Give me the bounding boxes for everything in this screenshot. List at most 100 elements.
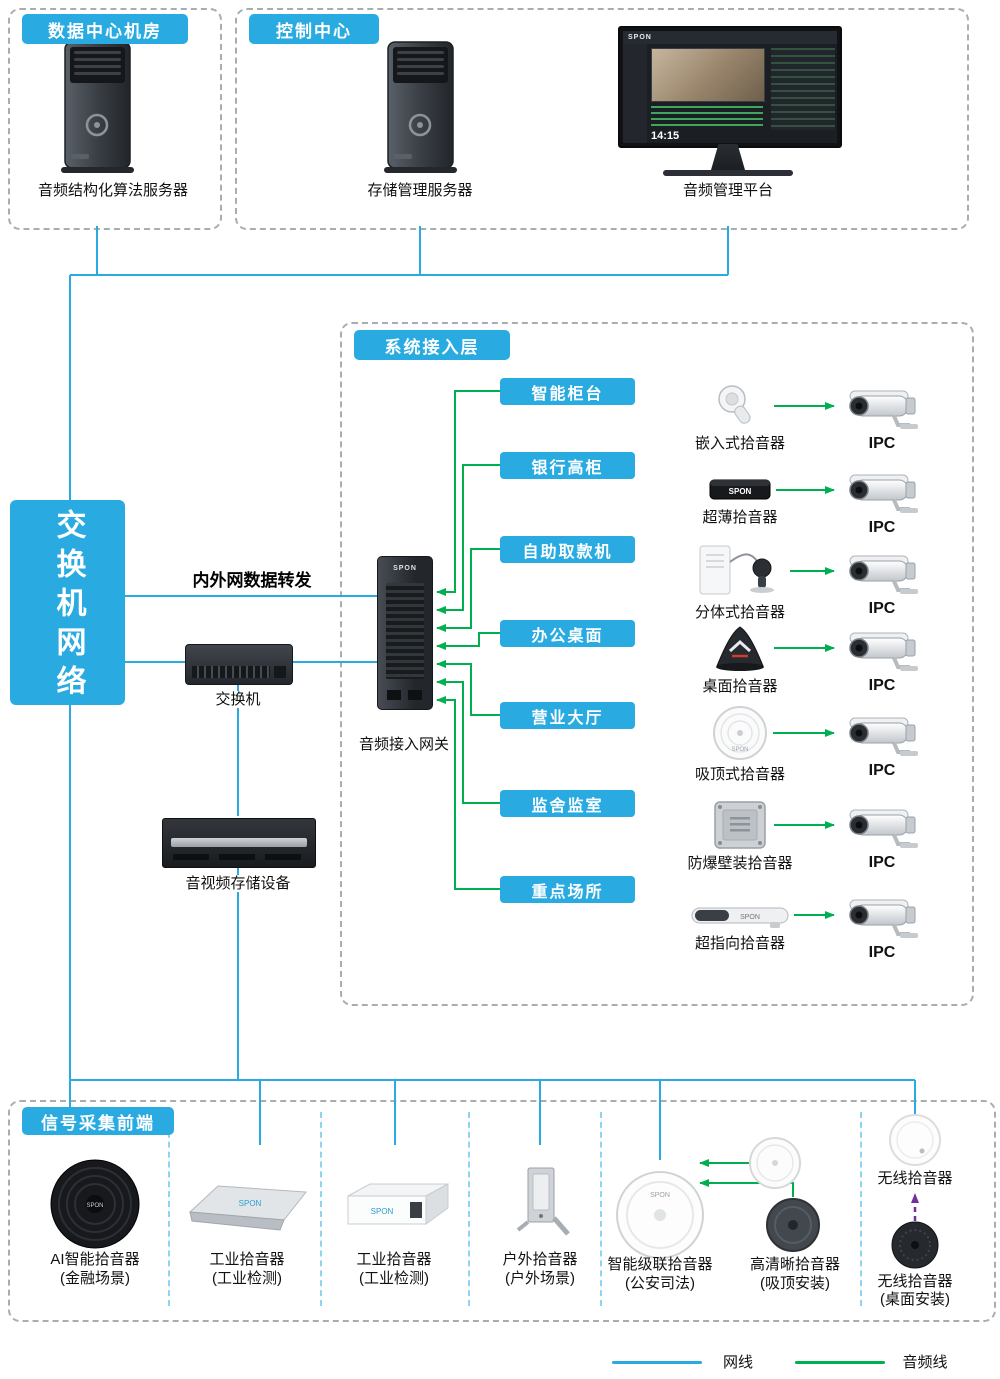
industrial-pickup-image: SPON xyxy=(188,1185,307,1231)
monitor-frame: SPON 14:15 xyxy=(618,26,842,148)
ipc-camera-image xyxy=(842,626,922,674)
data-center-box xyxy=(8,8,222,230)
frontend-item-sub: (公安司法) xyxy=(625,1275,695,1292)
device-label: 吸顶式拾音器 xyxy=(694,766,785,783)
platform-label: 音频管理平台 xyxy=(682,182,773,199)
frontend-box xyxy=(8,1100,996,1322)
management-platform-monitor: SPON 14:15 xyxy=(618,26,842,178)
control-center-box xyxy=(235,8,969,230)
brand-text: SPON xyxy=(86,1203,103,1209)
gateway-label: 音频接入网关 xyxy=(358,736,449,753)
brand-text: SPON xyxy=(740,914,760,921)
audio-gateway-image: SPON xyxy=(377,556,433,710)
legend-network-line xyxy=(612,1361,702,1364)
ipc-camera-image xyxy=(842,803,922,851)
split-pickup-image xyxy=(699,545,774,595)
monitor-data-rows xyxy=(651,106,763,130)
brand-text: SPON xyxy=(731,747,748,753)
access-layer-title: 系统接入层 xyxy=(354,330,510,360)
screen-time: 14:15 xyxy=(651,130,680,142)
storage-server-image xyxy=(378,40,463,175)
frontend-item-label: 无线拾音器 xyxy=(877,1170,953,1187)
device-label: 防爆壁装拾音器 xyxy=(687,855,793,872)
brand-text: SPON xyxy=(623,31,837,44)
scene-tab-smart-counter: 智能柜台 xyxy=(500,378,635,405)
ipc-camera-image xyxy=(842,468,922,516)
frontend-title: 信号采集前端 xyxy=(22,1107,174,1135)
device-label: 桌面拾音器 xyxy=(702,678,778,695)
cascade-pickup-image: SPON xyxy=(616,1171,704,1259)
frontend-item-label: AI智能拾音器 xyxy=(50,1251,140,1268)
hd-pickup-ceiling-image xyxy=(766,1198,820,1252)
ipc-label: IPC xyxy=(868,762,896,779)
brand-text: SPON xyxy=(393,565,417,572)
ipc-camera-image xyxy=(842,549,922,597)
embedded-pickup-image xyxy=(718,385,751,424)
brand-text: SPON xyxy=(239,1199,262,1208)
storage-label: 音视频存储设备 xyxy=(153,874,323,893)
monitor-screen: SPON 14:15 xyxy=(623,31,837,143)
storage-label-text: 音视频存储设备 xyxy=(182,875,294,892)
scene-tab-office-desk: 办公桌面 xyxy=(500,620,635,647)
switch-label: 交换机 xyxy=(188,690,288,709)
frontend-item-sub: (工业检测) xyxy=(212,1270,282,1287)
scene-tab-business-hall: 营业大厅 xyxy=(500,702,635,729)
frontend-item-label: 智能级联拾音器 xyxy=(607,1256,713,1273)
switch-label-text: 交换机 xyxy=(212,691,264,708)
ipc-camera-image xyxy=(842,893,922,941)
column-divider xyxy=(860,1112,862,1306)
ai-pickup-image: SPON xyxy=(50,1159,140,1249)
explosionproof-pickup-image xyxy=(714,801,766,849)
hd-pickup-upper-image xyxy=(749,1137,801,1189)
ipc-label: IPC xyxy=(868,519,896,536)
frontend-item-sub: (金融场景) xyxy=(60,1270,130,1287)
ethernet-switch-image xyxy=(185,644,293,685)
device-label: 超指向拾音器 xyxy=(694,935,785,952)
access-layer-box xyxy=(340,322,974,1006)
outdoor-pickup-image xyxy=(516,1167,570,1236)
algorithm-server-label: 音频结构化算法服务器 xyxy=(37,182,188,199)
industrial-pickup-image: SPON xyxy=(347,1183,449,1225)
ipc-label: IPC xyxy=(868,854,896,871)
device-label: 分体式拾音器 xyxy=(694,604,785,621)
column-divider xyxy=(168,1112,170,1306)
frontend-item-label: 工业拾音器 xyxy=(356,1251,432,1268)
frontend-item-label: 户外拾音器 xyxy=(502,1251,578,1268)
frontend-item-sub: (桌面安装) xyxy=(880,1291,950,1308)
switch-network-label: 交换机网络 xyxy=(51,509,85,704)
monitor-base xyxy=(663,170,793,176)
monitor-video-thumbnail xyxy=(651,48,765,102)
frontend-item-label: 工业拾音器 xyxy=(209,1251,285,1268)
frontend-item-sub: (吸顶安装) xyxy=(760,1275,830,1292)
legend-audio-label: 音频线 xyxy=(902,1354,948,1371)
storage-server-label: 存储管理服务器 xyxy=(367,182,473,199)
frontend-item-sub: (工业检测) xyxy=(359,1270,429,1287)
device-label: 超薄拾音器 xyxy=(702,509,778,526)
brand-text: SPON xyxy=(371,1207,394,1216)
ceiling-pickup-image: SPON xyxy=(713,706,767,760)
scene-tab-bank-counter: 银行高柜 xyxy=(500,452,635,479)
av-storage-image xyxy=(162,818,316,868)
directional-pickup-image: SPON xyxy=(691,907,789,928)
column-divider xyxy=(600,1112,602,1306)
desktop-pickup-image xyxy=(716,626,764,671)
frontend-item-label: 无线拾音器 xyxy=(877,1273,953,1290)
monitor-toolbar xyxy=(623,44,647,143)
switch-network-block: 交换机网络 xyxy=(10,500,125,705)
brand-text: SPON xyxy=(650,1192,670,1199)
ipc-label: IPC xyxy=(868,600,896,617)
ipc-label: IPC xyxy=(868,677,896,694)
legend-network-label: 网线 xyxy=(722,1354,753,1371)
brand-text: SPON xyxy=(729,487,752,496)
scene-tab-prison-cell: 监舍监室 xyxy=(500,790,635,817)
monitor-side-panel xyxy=(771,48,835,130)
data-center-title: 数据中心机房 xyxy=(22,14,188,44)
wireless-desktop-pickup-image xyxy=(891,1221,939,1269)
legend-audio-line xyxy=(795,1361,885,1364)
scene-tab-key-place: 重点场所 xyxy=(500,876,635,903)
column-divider xyxy=(468,1112,470,1306)
frontend-item-label: 高清晰拾音器 xyxy=(749,1256,840,1273)
ipc-label: IPC xyxy=(868,435,896,452)
device-label: 嵌入式拾音器 xyxy=(694,435,785,452)
